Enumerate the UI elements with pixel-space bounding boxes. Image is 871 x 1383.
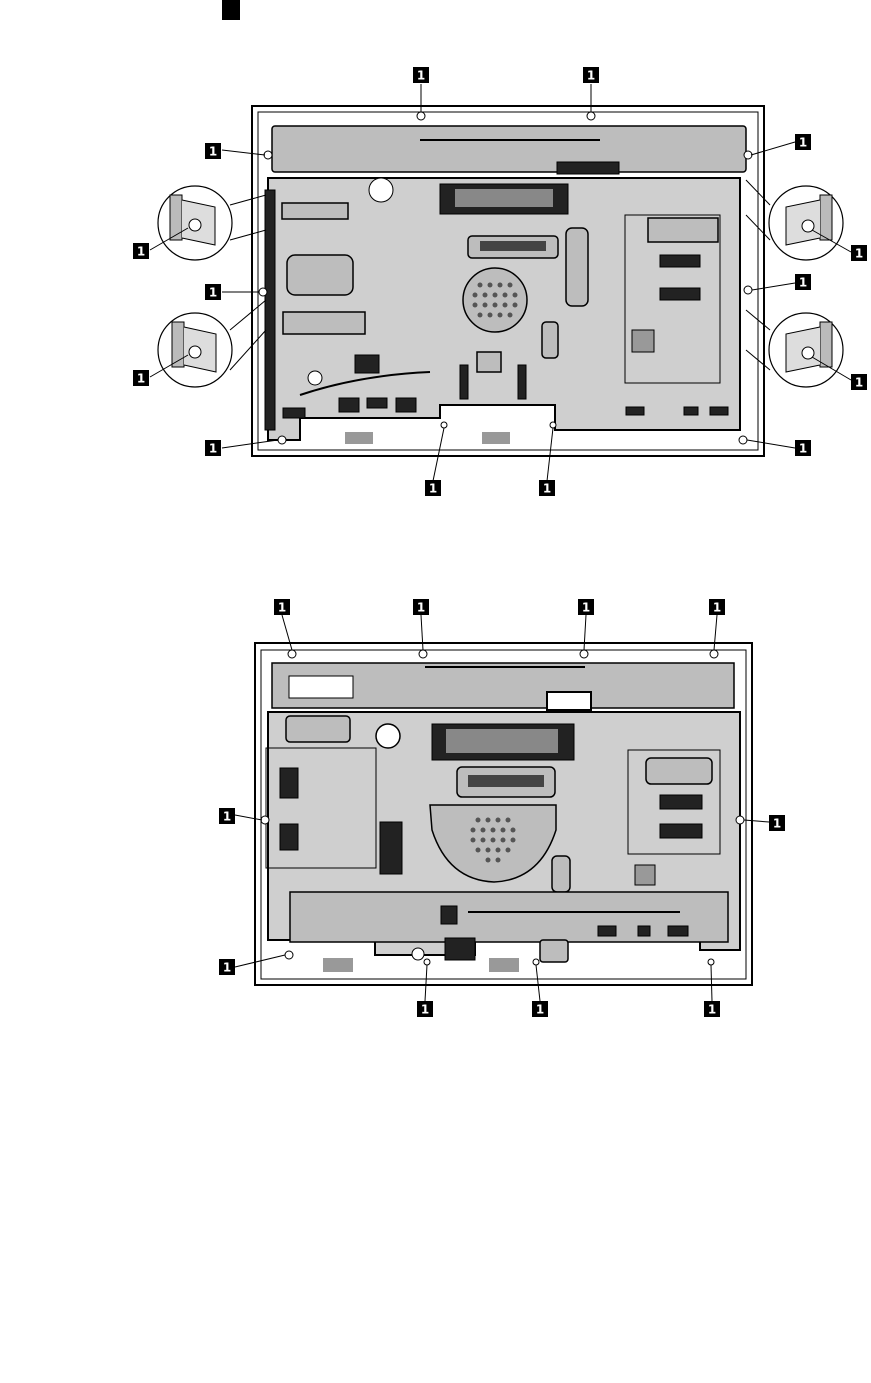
bottom-callout-label: 1 bbox=[708, 1003, 716, 1017]
top-callout-label: 1 bbox=[429, 482, 437, 496]
bottom-callout-6: 1 bbox=[769, 815, 785, 831]
top-callout-label: 1 bbox=[799, 276, 807, 290]
top-callout-1: 1 bbox=[413, 67, 429, 83]
bottom-callout-3: 1 bbox=[578, 599, 594, 615]
bottom-callout-label: 1 bbox=[278, 601, 286, 615]
bottom-speaker-grille-left bbox=[323, 958, 353, 972]
top-connector bbox=[557, 162, 619, 174]
top-callout-label: 1 bbox=[799, 442, 807, 456]
top-callout-label: 1 bbox=[587, 69, 595, 83]
top-upper-bracket bbox=[272, 126, 746, 172]
bottom-callout-8: 1 bbox=[417, 1001, 433, 1017]
top-module-c bbox=[283, 312, 365, 334]
bottom-lower-bracket bbox=[290, 892, 728, 942]
bottom-callout-label: 1 bbox=[223, 961, 231, 975]
top-callout-label: 1 bbox=[799, 136, 807, 150]
top-callout-13: 1 bbox=[425, 480, 441, 496]
top-callout-label: 1 bbox=[209, 442, 217, 456]
top-detail-zoom-right-upper bbox=[746, 180, 843, 260]
top-detail-zoom-left-upper bbox=[158, 186, 266, 260]
top-callout-label: 1 bbox=[543, 482, 551, 496]
top-callout-9: 1 bbox=[133, 370, 149, 386]
top-callout-label: 1 bbox=[417, 69, 425, 83]
bottom-callout-label: 1 bbox=[421, 1003, 429, 1017]
top-callout-12: 1 bbox=[795, 440, 811, 456]
bottom-callout-5: 1 bbox=[219, 808, 235, 824]
bottom-callout-label: 1 bbox=[417, 601, 425, 615]
top-callout-6: 1 bbox=[851, 245, 867, 261]
top-callout-5: 1 bbox=[133, 243, 149, 259]
top-callout-7: 1 bbox=[205, 284, 221, 300]
top-vertical-bracket bbox=[566, 228, 588, 306]
top-detail-zoom-right-lower bbox=[746, 310, 843, 387]
top-callout-label: 1 bbox=[137, 372, 145, 386]
top-callout-label: 1 bbox=[855, 376, 863, 390]
top-callout-2: 1 bbox=[583, 67, 599, 83]
bottom-callout-label: 1 bbox=[223, 810, 231, 824]
bottom-callout-10: 1 bbox=[704, 1001, 720, 1017]
top-callout-label: 1 bbox=[209, 286, 217, 300]
bottom-callout-4: 1 bbox=[709, 599, 725, 615]
top-callout-14: 1 bbox=[539, 480, 555, 496]
top-callout-11: 1 bbox=[205, 440, 221, 456]
top-figure bbox=[150, 84, 851, 481]
top-callout-label: 1 bbox=[855, 247, 863, 261]
top-callout-3: 1 bbox=[205, 143, 221, 159]
top-module-b bbox=[287, 255, 353, 295]
top-left-rail bbox=[265, 190, 275, 430]
top-module-a bbox=[282, 203, 348, 219]
top-callout-10: 1 bbox=[851, 374, 867, 390]
top-detail-zoom-left-lower bbox=[158, 300, 266, 387]
bottom-callout-1: 1 bbox=[274, 599, 290, 615]
top-callout-label: 1 bbox=[209, 145, 217, 159]
top-callout-label: 1 bbox=[137, 245, 145, 259]
top-callout-4: 1 bbox=[795, 134, 811, 150]
top-speaker-grille-right bbox=[482, 432, 510, 444]
top-callout-8: 1 bbox=[795, 274, 811, 290]
bottom-speaker-grille-right bbox=[489, 958, 519, 972]
bottom-callout-2: 1 bbox=[413, 599, 429, 615]
bottom-callout-label: 1 bbox=[713, 601, 721, 615]
bottom-callout-9: 1 bbox=[532, 1001, 548, 1017]
bottom-callout-label: 1 bbox=[582, 601, 590, 615]
bottom-callout-7: 1 bbox=[219, 959, 235, 975]
top-fan-grille bbox=[463, 268, 527, 332]
top-speaker-grille-left bbox=[345, 432, 373, 444]
bottom-figure bbox=[235, 615, 769, 1001]
bottom-callout-label: 1 bbox=[536, 1003, 544, 1017]
bottom-callout-label: 1 bbox=[773, 817, 781, 831]
